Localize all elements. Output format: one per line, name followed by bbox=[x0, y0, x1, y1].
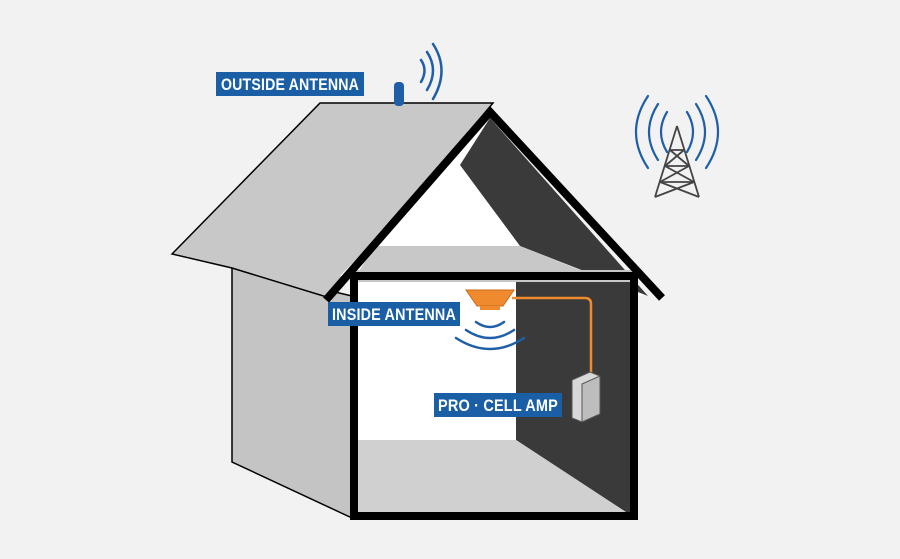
rooftop-antenna-icon bbox=[394, 82, 404, 106]
dome-antenna-icon bbox=[465, 289, 515, 310]
amplifier-label: PRO · CELL AMP bbox=[434, 393, 562, 417]
outside-antenna-signal-waves bbox=[419, 42, 443, 101]
cell-tower-icon bbox=[634, 94, 720, 198]
house-outline-roof bbox=[322, 106, 665, 303]
house-outline-room bbox=[350, 272, 638, 520]
outside-antenna-label: OUTSIDE ANTENNA bbox=[216, 72, 364, 96]
inside-antenna-signal-waves bbox=[454, 320, 526, 351]
inside-antenna-label-text: INSIDE ANTENNA bbox=[332, 305, 456, 324]
gable-dark-slope bbox=[460, 118, 648, 296]
coax-cable bbox=[512, 296, 593, 378]
amplifier-label-text: PRO · CELL AMP bbox=[438, 396, 558, 415]
inside-antenna-label: INSIDE ANTENNA bbox=[328, 302, 460, 326]
outside-antenna-label-text: OUTSIDE ANTENNA bbox=[221, 75, 359, 94]
signal-booster-icon bbox=[571, 371, 601, 423]
room-floor bbox=[356, 440, 632, 516]
